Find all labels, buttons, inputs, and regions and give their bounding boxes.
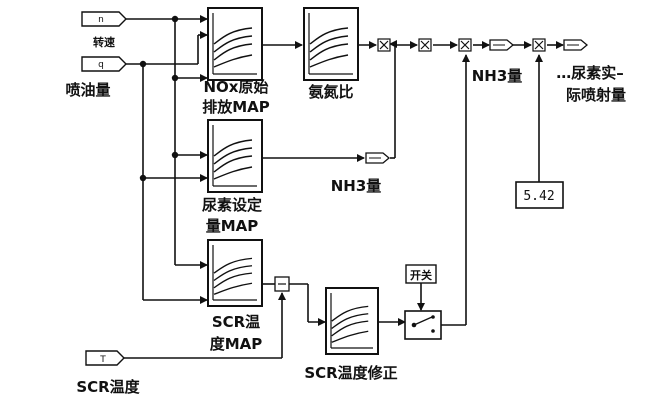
- scr-correction-label: SCR温度修正: [304, 364, 397, 382]
- speed-input-port: n: [81, 11, 127, 27]
- connection-lines: [124, 15, 564, 359]
- output-goto-tag: [563, 39, 589, 51]
- multiplier-1: [377, 38, 391, 52]
- multiplier-2: [418, 38, 432, 52]
- multiplier-4: [532, 38, 546, 52]
- scr-temp-map-label-2: 度MAP: [210, 335, 263, 353]
- nh3-label-top: NH3量: [472, 67, 523, 85]
- urea-map-label-2: 量MAP: [206, 217, 259, 235]
- nox-raw-map-block: [207, 7, 263, 81]
- output-label-2: 际喷射量: [566, 86, 626, 104]
- junction-dots: [139, 15, 179, 182]
- multiplier-3: [458, 38, 472, 52]
- switch-control-block: 开关: [405, 264, 437, 284]
- svg-text:T: T: [99, 355, 106, 365]
- constant-block: 5.42: [515, 181, 564, 209]
- scr-temp-map-label-1: SCR温: [212, 313, 260, 331]
- urea-map-label-1: 尿素设定: [202, 196, 262, 214]
- scr-temp-correction-block: [325, 287, 379, 355]
- svg-text:n: n: [98, 15, 104, 25]
- output-label-1: …尿素实–: [556, 64, 624, 82]
- nh3-label-mid: NH3量: [331, 177, 382, 195]
- nox-map-label-2: 排放MAP: [202, 98, 270, 116]
- svg-text:开关: 开关: [410, 268, 432, 282]
- nh3-goto-tag-mid: [365, 152, 391, 164]
- sum-block: [274, 276, 290, 292]
- urea-set-map-block: [207, 119, 263, 193]
- ammonia-ratio-label: 氨氮比: [308, 83, 353, 101]
- scr-temp-input-port: T: [85, 350, 125, 366]
- scr-temp-label: SCR温度: [76, 378, 140, 396]
- fuel-label: 喷油量: [65, 81, 110, 99]
- speed-label: 转速: [93, 35, 115, 49]
- svg-text:q: q: [98, 60, 104, 70]
- ammonia-nitrogen-ratio-block: [303, 7, 359, 81]
- nox-map-label-1: NOx原始: [204, 78, 269, 96]
- scr-temp-map-block: [207, 239, 263, 307]
- fuel-input-port: q: [81, 56, 127, 72]
- nh3-goto-tag-top: [489, 39, 515, 51]
- switch-block: [404, 310, 442, 340]
- svg-text:5.42: 5.42: [523, 189, 554, 204]
